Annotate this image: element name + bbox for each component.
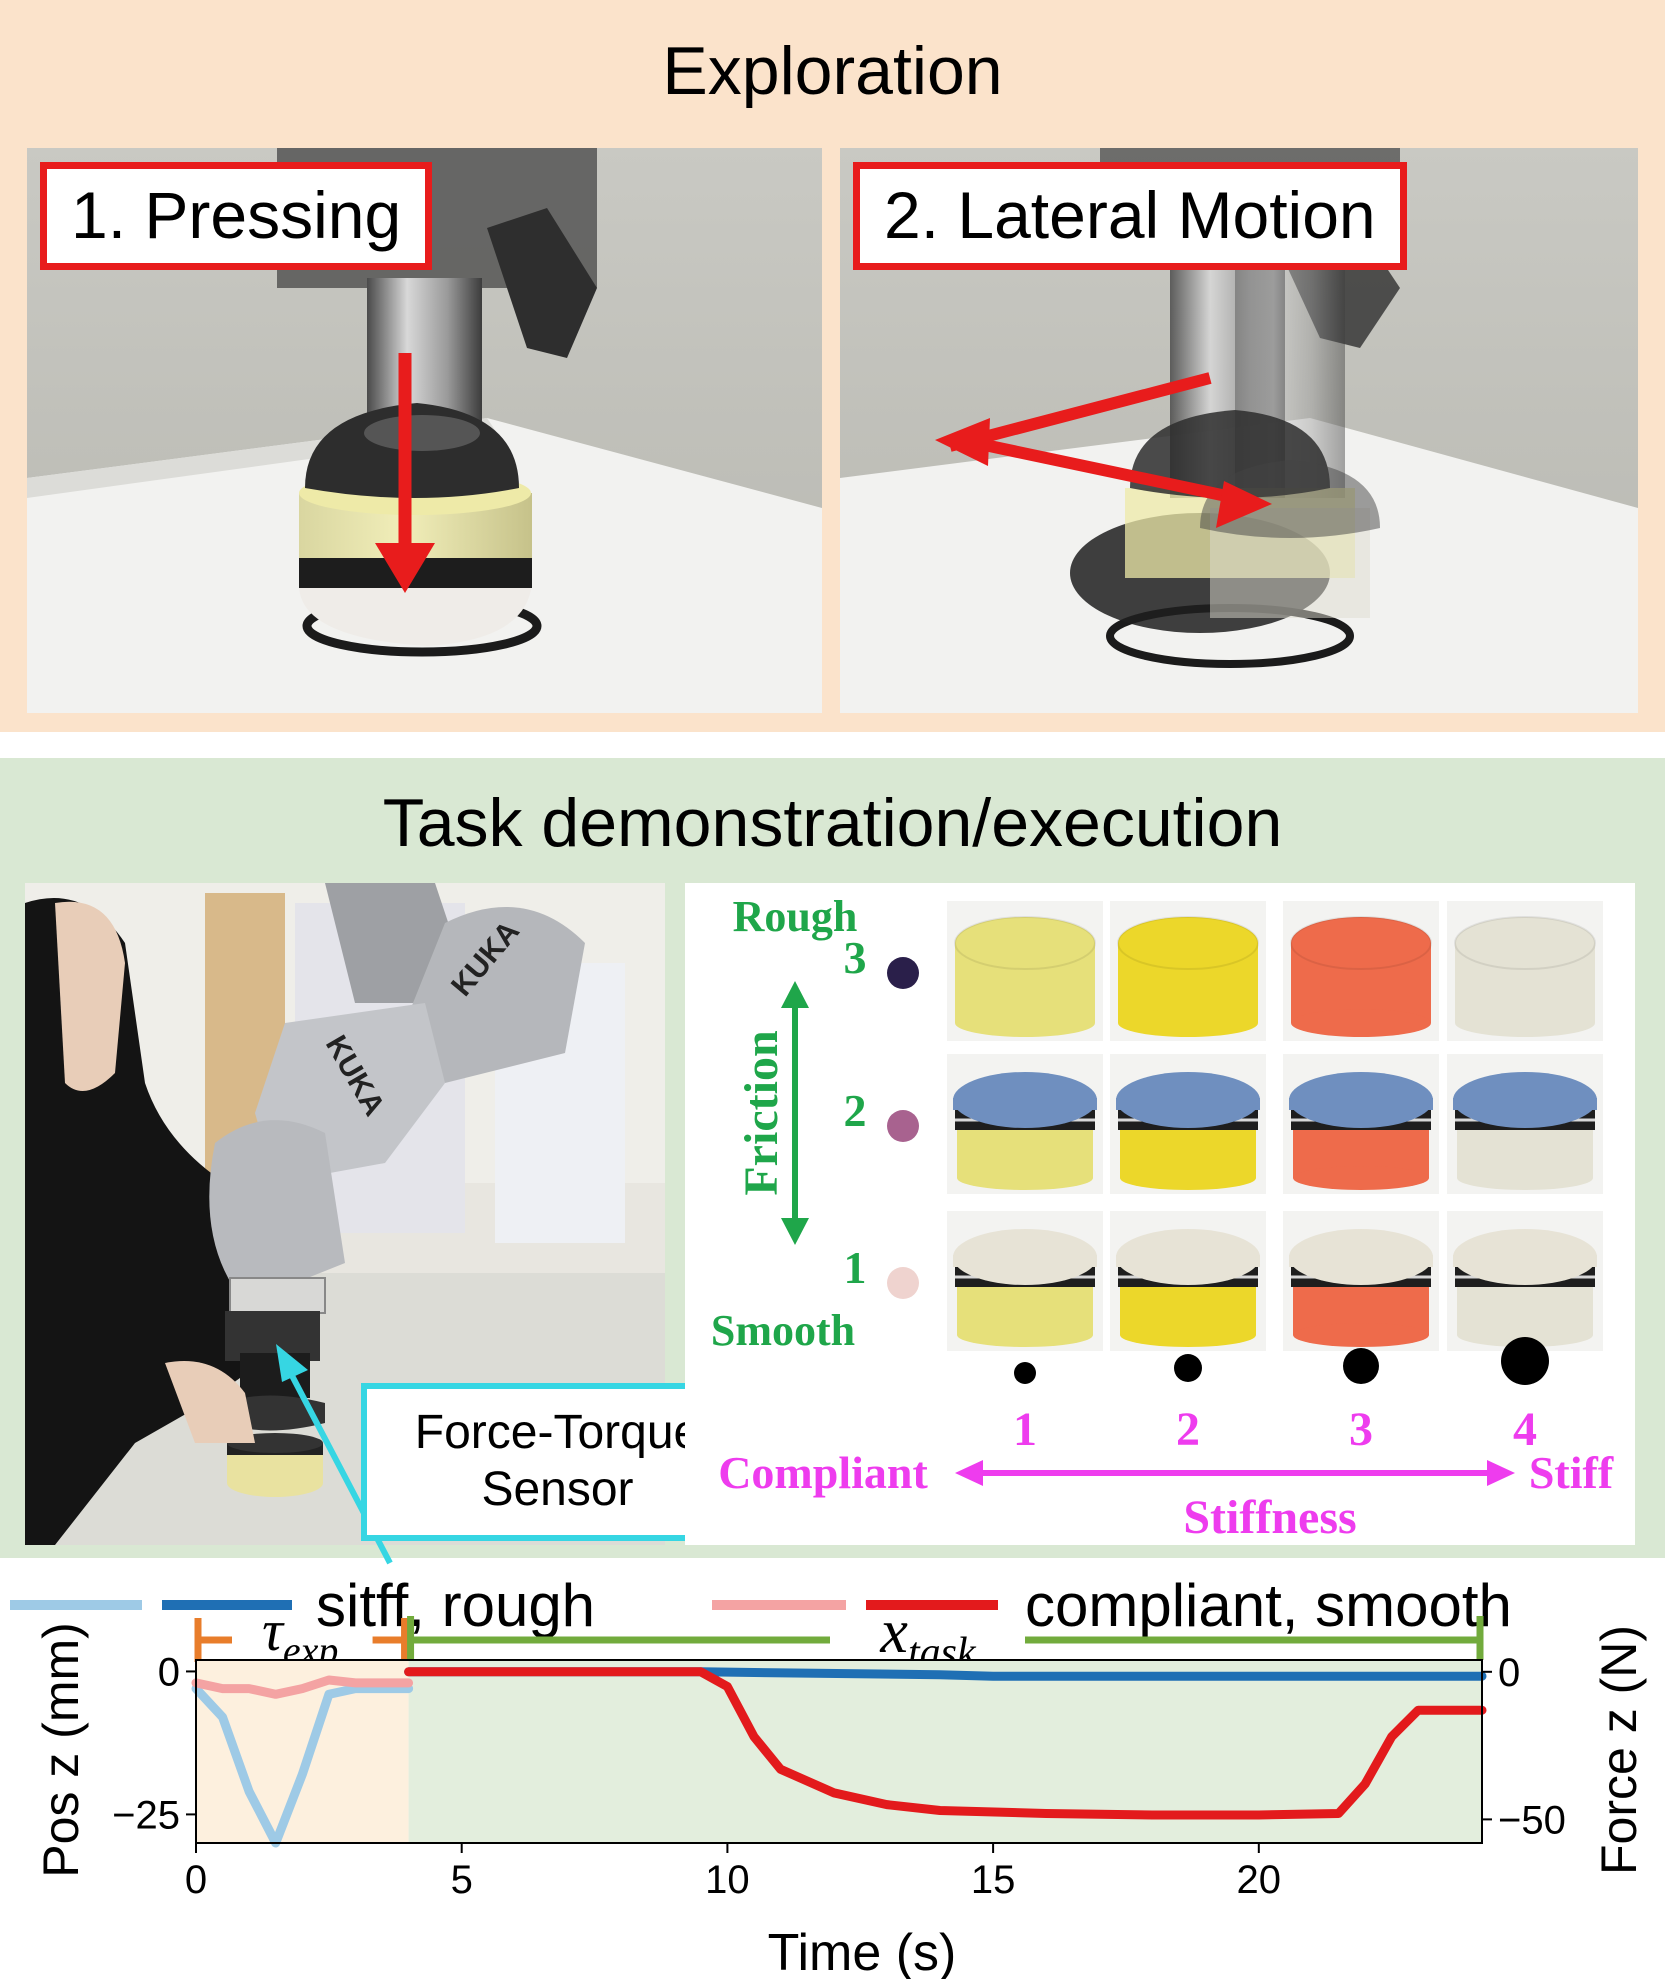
pad-f1-s1	[947, 1211, 1103, 1351]
pad-f1-s2	[1110, 1211, 1266, 1351]
lateral-arrow-head-left	[935, 418, 990, 466]
pad-f3-s2	[1110, 901, 1266, 1041]
y-left-tick-label: 0	[158, 1650, 180, 1694]
series-line-compliant-task	[404, 1667, 1487, 1820]
x-tick-label: 0	[185, 1858, 207, 1902]
friction-low-label: Smooth	[711, 1306, 855, 1355]
x-tick-label: 5	[451, 1858, 473, 1902]
material-grid: Rough Smooth Friction 3 2 1 1 2 3 4 Comp…	[685, 883, 1635, 1545]
x-axis-label: Time (s)	[768, 1924, 957, 1979]
x-tick-label: 15	[971, 1858, 1016, 1902]
friction-dot-2	[887, 1110, 919, 1142]
friction-dot-3	[887, 957, 919, 989]
pad-f2-s3	[1283, 1054, 1439, 1194]
step1-label: 1. Pressing	[40, 162, 433, 270]
pad-f2-s2	[1110, 1054, 1266, 1194]
pad-f1-s4	[1447, 1211, 1603, 1351]
y-right-tick-label: 0	[1498, 1651, 1520, 1695]
x-tick-label: 20	[1237, 1858, 1282, 1902]
sensor-label-line1: Force-Torque	[414, 1406, 701, 1459]
series-line-compliant-exploration	[191, 1675, 414, 1699]
friction-axis-label: Friction	[735, 1030, 788, 1195]
pad-f2-s1	[947, 1054, 1103, 1194]
stiffness-dot-4	[1501, 1337, 1549, 1385]
task-title: Task demonstration/execution	[382, 785, 1283, 861]
stiffness-level-4: 4	[1513, 1403, 1537, 1456]
legend: sitff, rough compliant, smooth	[10, 1572, 1512, 1639]
lateral-arrow-head-right	[1216, 481, 1272, 528]
friction-level-1: 1	[844, 1242, 867, 1293]
press-arrow-head	[375, 543, 435, 593]
step2-label: 2. Lateral Motion	[853, 162, 1407, 270]
stiffness-high-label: Stiff	[1529, 1447, 1614, 1498]
friction-high-label: Rough	[733, 892, 858, 941]
exploration-title: Exploration	[662, 33, 1003, 109]
pad-f3-s3	[1283, 901, 1439, 1041]
y-axis-label-left: Pos z (mm)	[33, 1622, 89, 1878]
stiffness-level-2: 2	[1176, 1403, 1200, 1456]
y-left-tick-label: −25	[112, 1793, 180, 1837]
pad-f3-s4	[1447, 901, 1603, 1041]
task-panel: Task demonstration/execution KUKA	[0, 758, 1665, 1565]
pad-f2-s4	[1447, 1054, 1603, 1194]
series-line-stiff-exploration	[191, 1684, 414, 1848]
stiffness-level-3: 3	[1349, 1403, 1373, 1456]
stiffness-level-1: 1	[1013, 1403, 1037, 1456]
exploration-panel: Exploration	[0, 0, 1665, 732]
plot-frame	[195, 1659, 1483, 1844]
stiffness-axis-label: Stiffness	[1183, 1491, 1356, 1544]
pad-f1-s3	[1283, 1211, 1439, 1351]
stiffness-dot-1	[1014, 1362, 1036, 1384]
friction-level-3: 3	[844, 932, 867, 983]
friction-level-2: 2	[844, 1085, 867, 1136]
stiffness-low-label: Compliant	[718, 1447, 928, 1498]
sensor-label-line2: Sensor	[481, 1463, 634, 1516]
stiffness-dot-2	[1174, 1354, 1202, 1382]
y-right-tick-label: −50	[1498, 1798, 1566, 1842]
friction-dot-1	[887, 1267, 919, 1299]
legend-series2-label: compliant, smooth	[1025, 1572, 1512, 1639]
y-axis-label-right: Force z (N)	[1591, 1625, 1647, 1875]
lateral-arrow-shaft	[948, 372, 1212, 452]
x-tick-label: 10	[705, 1858, 750, 1902]
pad-f3-s1	[947, 901, 1103, 1041]
legend-series1-label: sitff, rough	[316, 1572, 595, 1639]
stiffness-dot-3	[1343, 1348, 1379, 1384]
